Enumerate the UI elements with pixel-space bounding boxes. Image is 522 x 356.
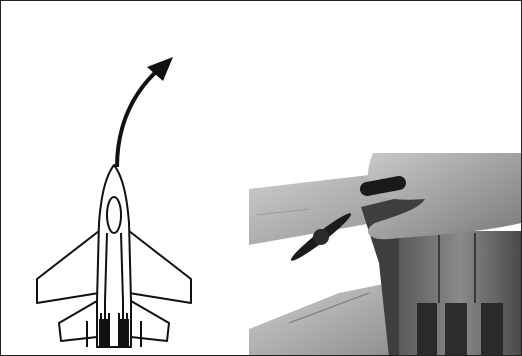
lower-wing [249, 283, 399, 355]
engine-exhaust-left [99, 319, 109, 347]
model-airplane-photo [249, 153, 521, 355]
curved-arrow-icon [115, 67, 161, 168]
arrowhead-icon [147, 57, 173, 81]
engine-exhaust-right [119, 319, 129, 347]
aircraft-diagram [36, 57, 192, 348]
hand [367, 153, 521, 240]
jet-aircraft-topview-icon [36, 164, 192, 348]
propeller-icon [290, 213, 352, 261]
